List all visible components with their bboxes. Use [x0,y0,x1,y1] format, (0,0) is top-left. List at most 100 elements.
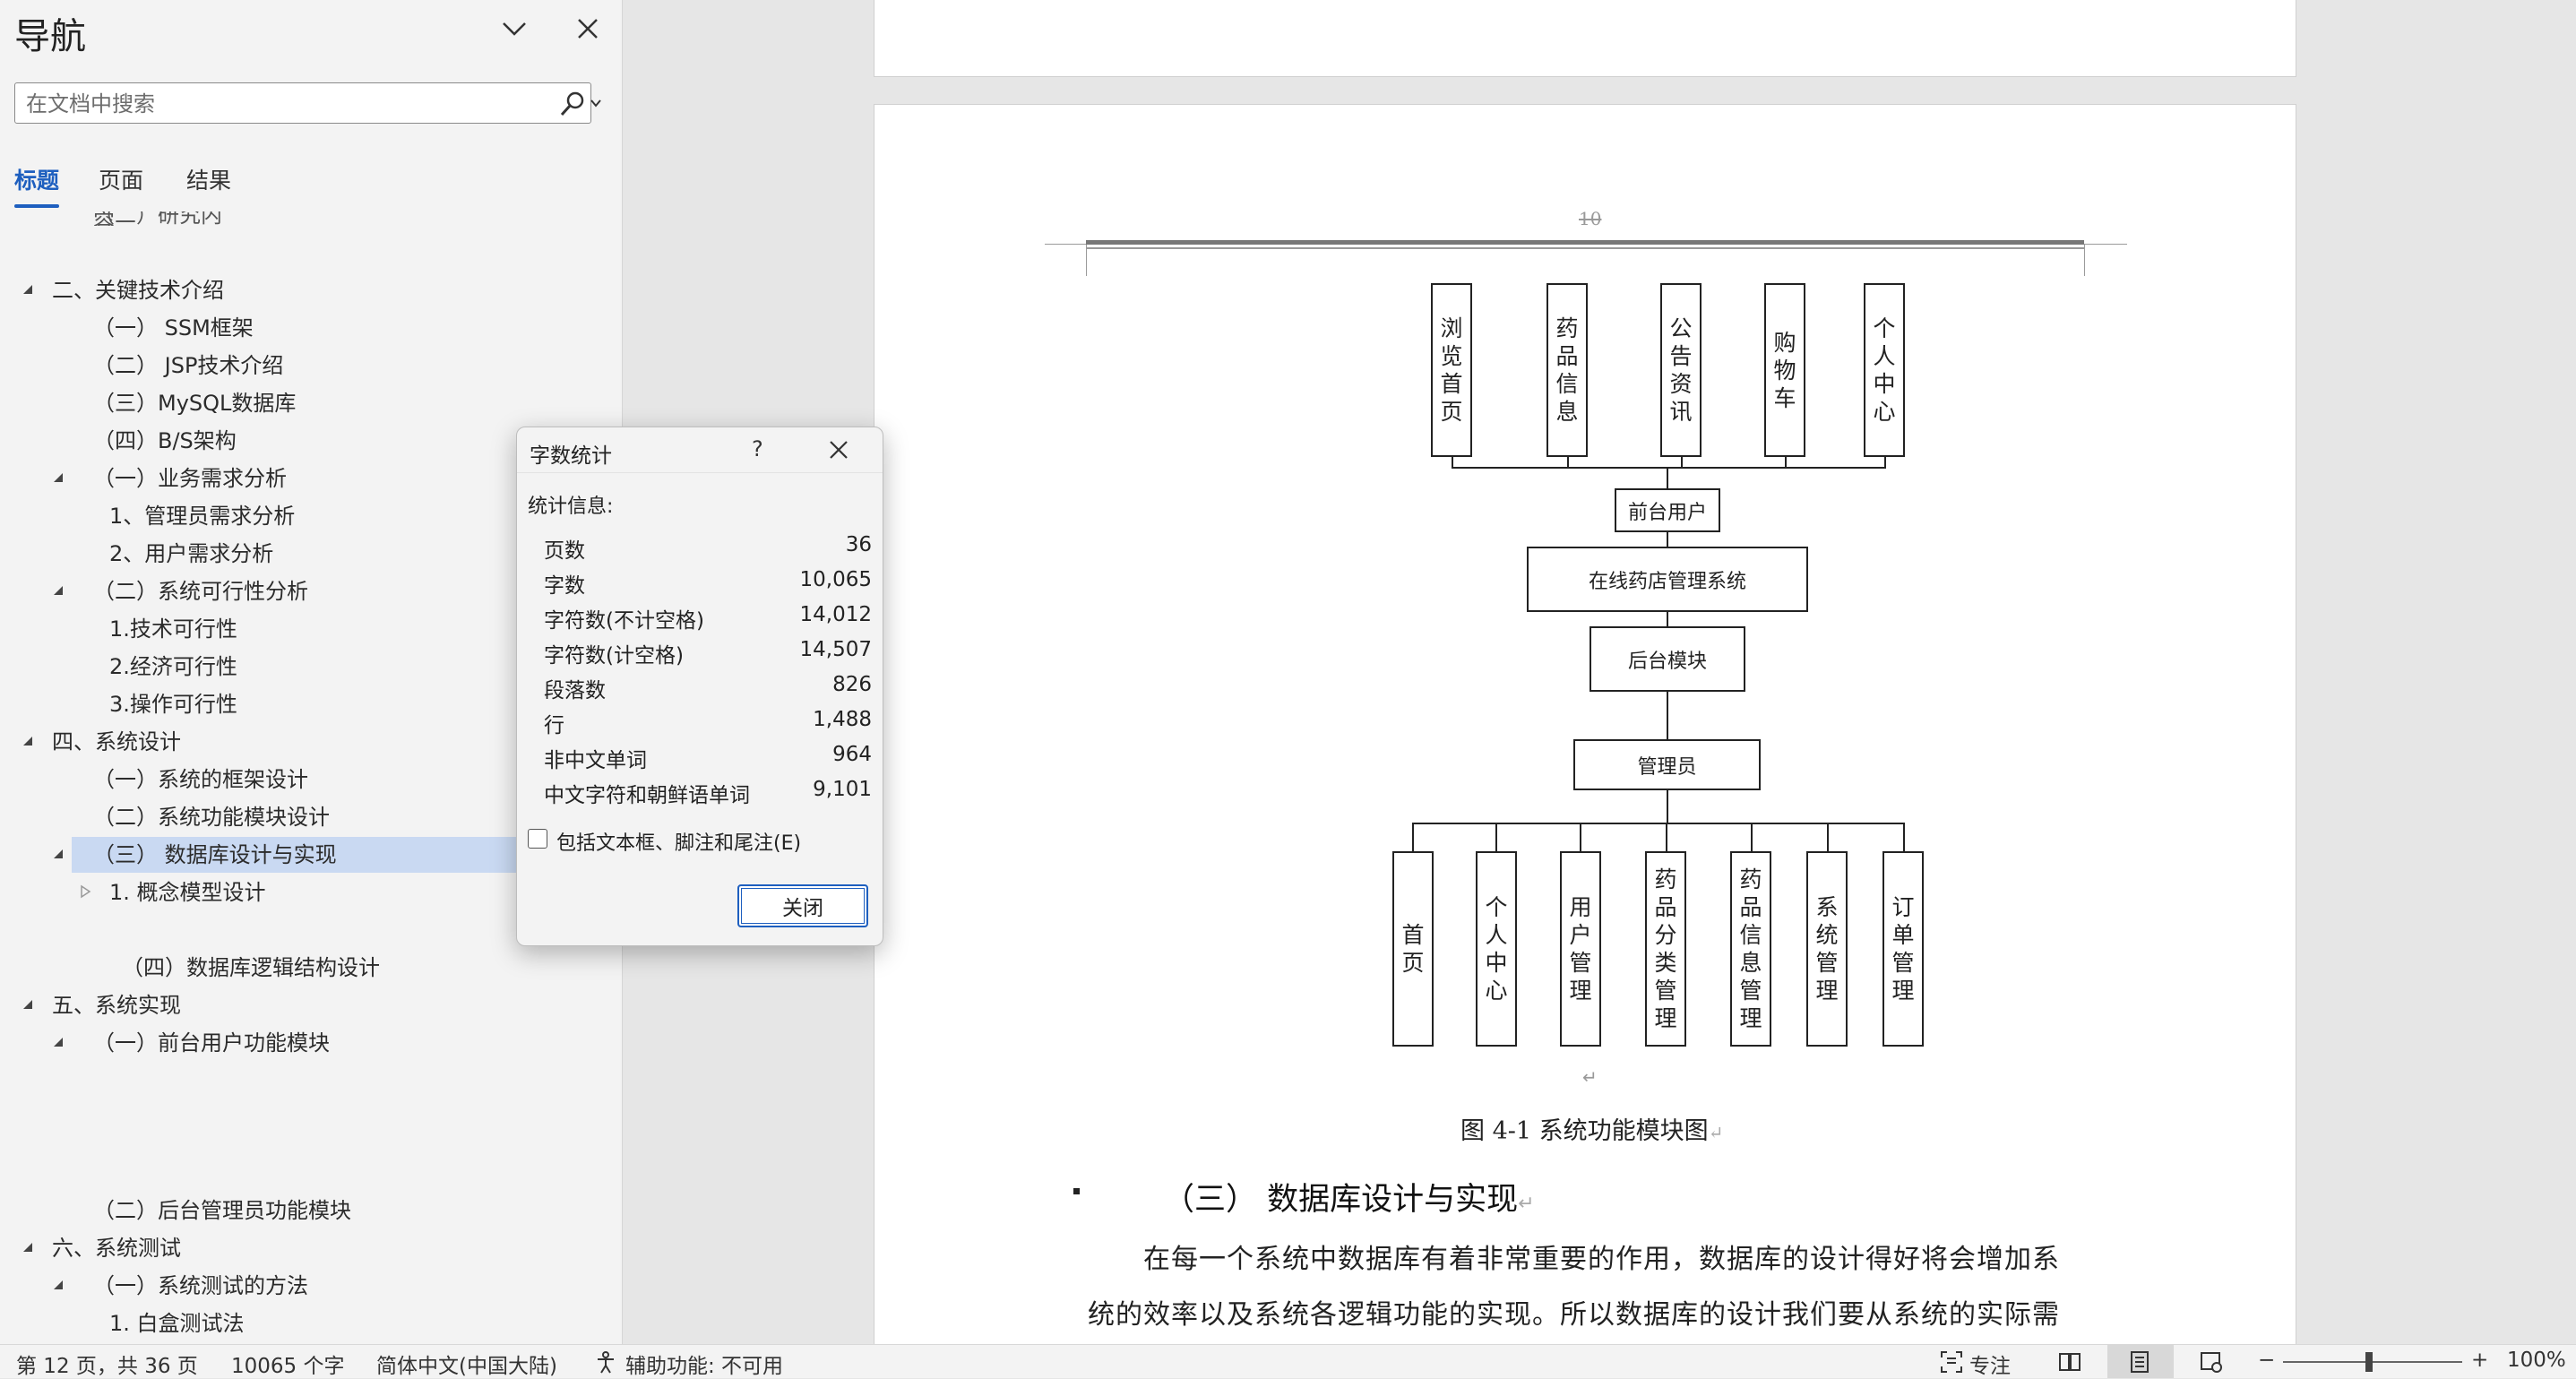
heading-bullet [1073,1188,1080,1194]
tab-results[interactable]: 结果 [186,168,232,194]
checkbox-label[interactable]: 包括文本框、脚注和尾注(E) [556,832,802,855]
outline-item[interactable]: （一） SSM框架 [93,315,254,340]
outline-item[interactable]: （二） JSP技术介绍 [93,353,284,378]
outline-item[interactable]: （四）数据库逻辑结构设计 [122,955,380,980]
tab-pages[interactable]: 页面 [99,168,144,194]
outline-item[interactable]: 二、关键技术介绍 [52,278,224,303]
zoom-level[interactable]: 100% [2507,1349,2566,1372]
outline-item[interactable]: 3.操作可行性 [109,692,237,717]
zoom-slider[interactable] [2283,1361,2462,1363]
tab-headings[interactable]: 标题 [14,168,60,194]
body-text-line[interactable]: 在每一个系统中数据库有着非常重要的作用，数据库的设计得好将会增加系 [1143,1244,2060,1275]
read-mode-icon[interactable] [2057,1349,2082,1375]
search-input[interactable] [24,87,530,121]
word-count-dialog: 字数统计 ? 统计信息: 页数 36 字数 10,065 字符数(不计空格) 1… [516,427,883,946]
focus-mode-label[interactable]: 专注 [1969,1355,2011,1378]
figure-caption[interactable]: 图 4-1 系统功能模块图↵ [1460,1111,1723,1146]
diagram-box-cart: 购物车 [1764,283,1805,457]
crop-mark [2084,244,2085,276]
outline-item-selected[interactable] [72,837,520,873]
outline-item[interactable]: 四、系统设计 [52,729,181,754]
paragraph-mark: ↵ [1518,1193,1535,1215]
outline-item[interactable]: （三） 数据库设计与实现 [93,842,337,867]
diagram-connector [1751,823,1753,851]
outline-item[interactable]: 2、用户需求分析 [109,541,274,566]
expanded-triangle-icon[interactable] [20,733,36,749]
status-bar: 第 12 页，共 36 页 10065 个字 简体中文(中国大陆) 辅助功能: … [0,1344,2576,1378]
outline-item[interactable]: （一）前台用户功能模块 [93,1030,330,1056]
accessibility-icon[interactable] [593,1349,618,1375]
outline-item[interactable]: 1. 白盒测试法 [109,1311,245,1336]
expanded-triangle-icon[interactable] [50,1034,66,1050]
stat-label: 段落数 [544,679,606,702]
page-info[interactable]: 第 12 页，共 36 页 [16,1355,198,1378]
diagram-box-personal-center: 个人中心 [1864,283,1905,457]
expanded-triangle-icon[interactable] [20,281,36,297]
outline-item[interactable]: 2.经济可行性 [109,654,237,679]
stat-value: 964 [832,743,872,766]
expanded-triangle-icon[interactable] [50,582,66,599]
expanded-triangle-icon[interactable] [50,1277,66,1293]
diagram-box-drug-mgmt: 药品信息管理 [1730,851,1771,1047]
diagram-box-browse-home: 浏览首页 [1431,283,1472,457]
outline-item[interactable]: （二）系统功能模块设计 [93,805,330,830]
outline-item[interactable]: （一）系统的框架设计 [93,767,308,792]
diagram-box-order-mgmt: 订单管理 [1882,851,1924,1047]
diagram-box-category-mgmt: 药品分类管理 [1645,851,1686,1047]
outline-item[interactable]: 1. 概念模型设计 [109,880,266,905]
accessibility-status[interactable]: 辅助功能: 不可用 [625,1355,784,1378]
outline-item[interactable]: 1、管理员需求分析 [109,504,296,529]
diagram-box-admin: 管理员 [1573,739,1761,790]
outline-item[interactable]: （四）B/S架构 [93,428,237,453]
outline-item[interactable]: 1.技术可行性 [109,616,237,642]
paragraph-mark: ↵ [1582,1066,1598,1088]
diagram-connector [1452,467,1886,469]
web-layout-icon[interactable] [2199,1349,2224,1375]
expanded-triangle-icon[interactable] [50,470,66,486]
section-heading[interactable]: （三） 数据库设计与实现↵ [1163,1174,1535,1220]
search-icon[interactable] [558,90,587,118]
language-status[interactable]: 简体中文(中国大陆) [376,1355,557,1378]
diagram-box-backend: 后台模块 [1590,626,1745,692]
collapsed-triangle-icon[interactable] [77,883,93,900]
diagram-connector [1667,612,1668,626]
expanded-triangle-icon[interactable] [20,996,36,1013]
diagram-connector [1785,457,1787,469]
outline-tree: （二）研究内容 二、关键技术介绍 （一） SSM框架 （二） JSP技术介绍 （… [0,211,622,1344]
close-icon[interactable] [825,436,852,463]
active-tab-indicator [14,204,59,208]
outline-item[interactable]: 六、系统测试 [52,1236,181,1261]
help-button[interactable]: ? [752,436,763,461]
diagram-box-front-user: 前台用户 [1615,488,1720,532]
word-count-status[interactable]: 10065 个字 [231,1355,345,1378]
outline-item[interactable]: 五、系统实现 [52,993,181,1018]
diagram-box-user-mgmt: 用户管理 [1560,851,1601,1047]
chevron-down-icon[interactable] [498,13,530,45]
outline-item[interactable]: （三）MySQL数据库 [93,391,297,416]
outline-item-cut[interactable]: （二）研究内容 [93,211,222,226]
diagram-connector [1495,823,1497,851]
zoom-out-button[interactable]: − [2258,1349,2276,1372]
body-text-line[interactable]: 统的效率以及系统各逻辑功能的实现。所以数据库的设计我们要从系统的实际需 [1088,1299,2060,1331]
close-icon[interactable] [572,13,604,45]
outline-item[interactable]: （二）系统可行性分析 [93,579,308,604]
outline-item[interactable]: （一）业务需求分析 [93,466,287,491]
expanded-triangle-icon[interactable] [50,846,66,862]
expanded-triangle-icon[interactable] [20,1239,36,1255]
diagram-connector [1580,823,1581,851]
caption-text: 图 4-1 系统功能模块图 [1460,1117,1709,1145]
print-layout-icon[interactable] [2127,1349,2152,1375]
zoom-in-button[interactable]: + [2471,1349,2489,1372]
zoom-slider-thumb[interactable] [2365,1352,2373,1372]
close-button[interactable]: 关闭 [737,884,868,927]
crop-mark [2084,244,2127,245]
diagram-connector [1567,457,1569,469]
chevron-down-icon[interactable] [589,96,603,110]
include-textboxes-checkbox[interactable] [528,829,547,849]
diagram-connector [1666,823,1667,851]
outline-item[interactable]: （一）系统测试的方法 [93,1273,308,1298]
focus-icon[interactable] [1939,1349,1964,1375]
stat-label: 字符数(不计空格) [544,609,704,633]
outline-item[interactable]: （二）后台管理员功能模块 [93,1198,351,1223]
diagram-box-personal-center: 个人中心 [1476,851,1517,1047]
